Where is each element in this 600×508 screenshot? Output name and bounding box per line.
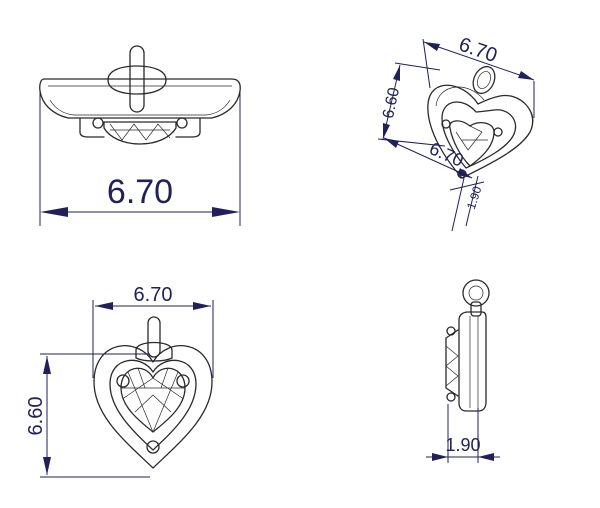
iso-thickness-dimension: 1.90 <box>449 175 485 232</box>
front-width-dimension: 6.70 <box>92 284 214 378</box>
iso-height-dimension: 6.60 <box>377 62 446 147</box>
iso-width-dimension: 6.70 <box>422 34 535 118</box>
top-width-label: 6.70 <box>107 173 173 211</box>
side-thickness-label: 1.90 <box>445 435 480 455</box>
side-view: 1.90 <box>426 279 500 463</box>
iso-width-label: 6.70 <box>456 34 500 67</box>
isometric-view: 6.70 6.60 6.70 1.90 <box>377 34 535 232</box>
top-view-outline <box>39 45 241 145</box>
top-view: 6.70 <box>39 45 241 226</box>
iso-thickness-label: 1.90 <box>464 184 485 211</box>
iso-height-label: 6.60 <box>380 86 403 120</box>
side-outline <box>445 279 490 412</box>
front-height-dimension: 6.60 <box>25 353 150 478</box>
front-view: 6.70 6.60 <box>25 284 214 478</box>
front-height-label: 6.60 <box>25 397 47 436</box>
side-thickness-dimension: 1.90 <box>426 404 500 463</box>
front-width-label: 6.70 <box>134 284 173 306</box>
front-outline <box>93 316 213 469</box>
top-width-dimension: 6.70 <box>39 92 241 226</box>
